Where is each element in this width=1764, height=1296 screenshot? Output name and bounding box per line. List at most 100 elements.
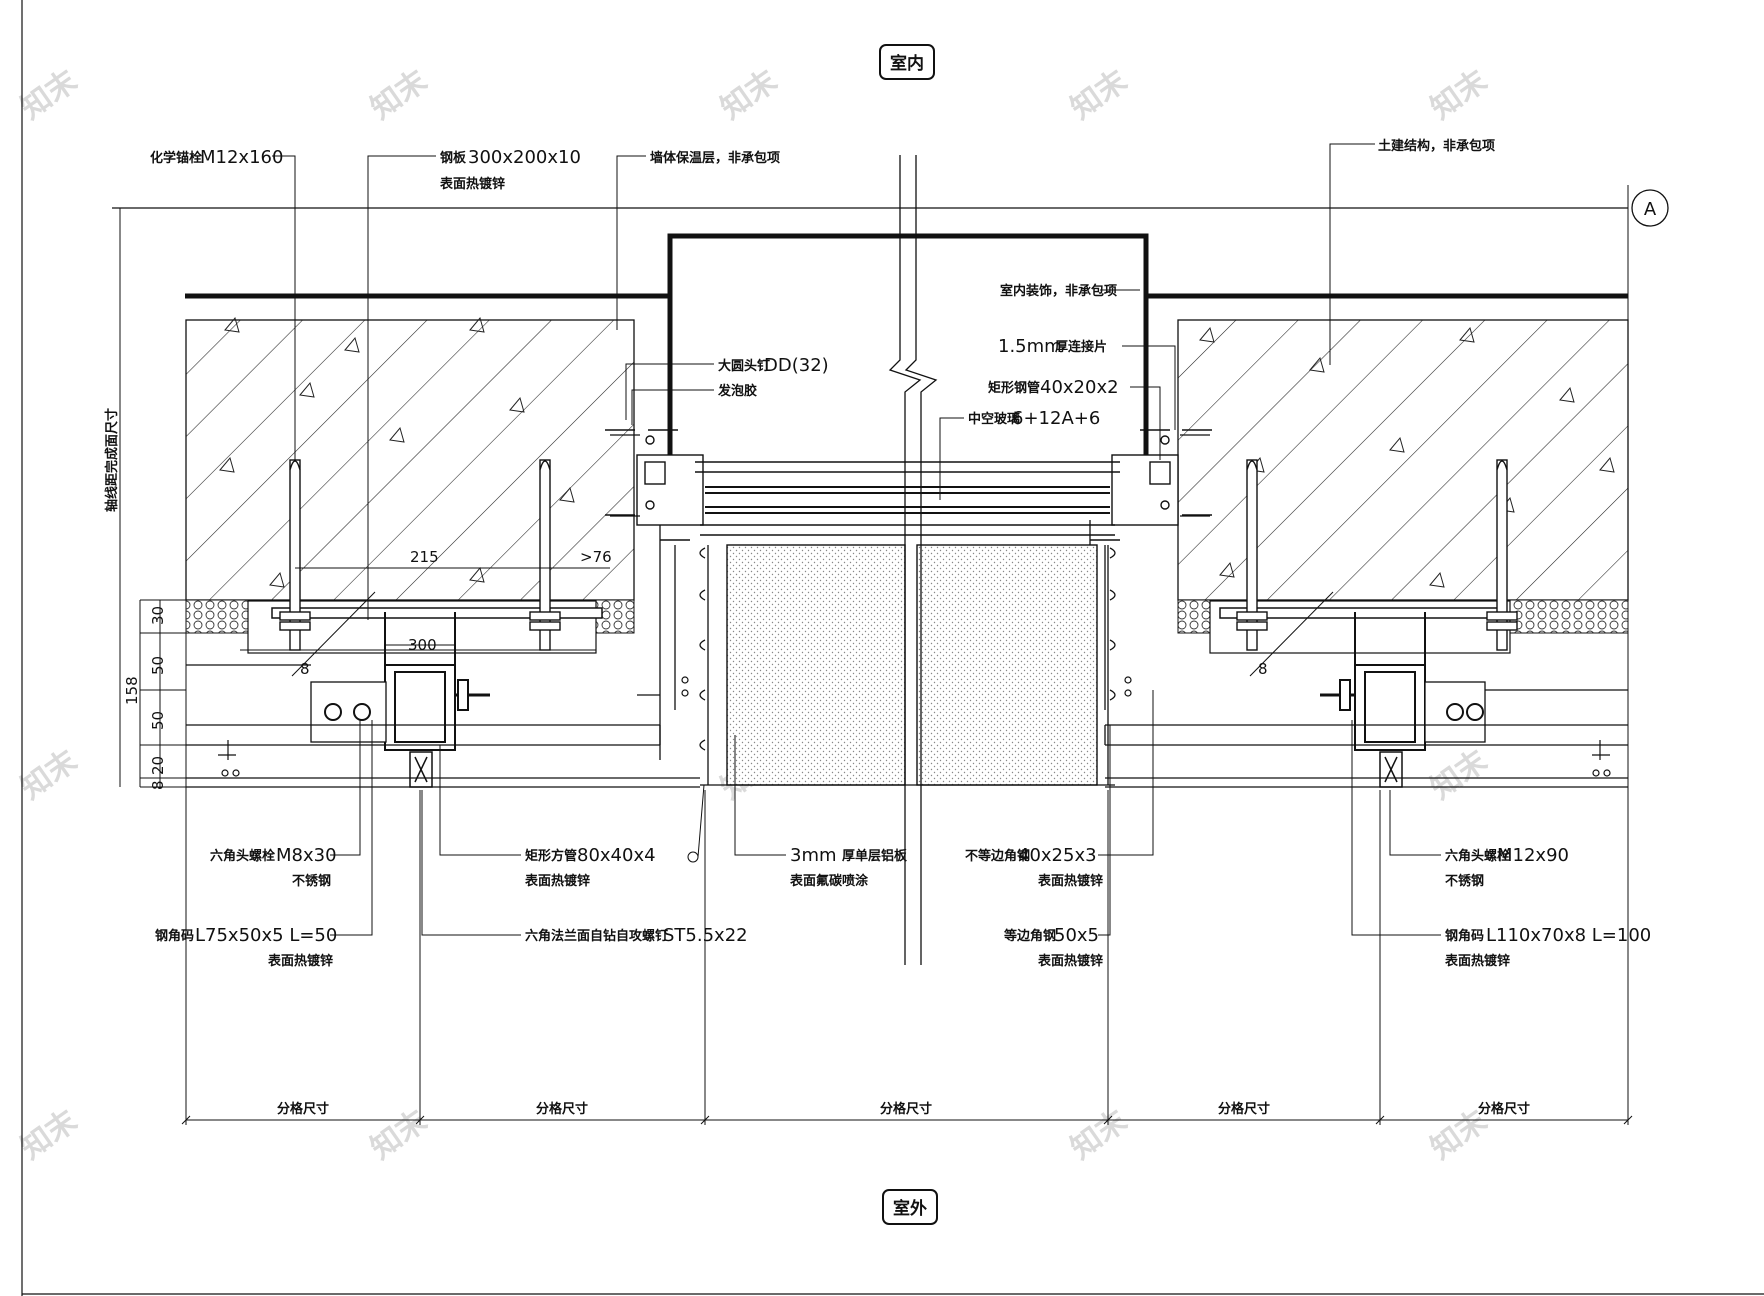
- rivet-prefix: 大圆头钉: [718, 358, 770, 374]
- grid-label-1: 分格尺寸: [277, 1101, 329, 1117]
- plate-value: 300x200x10: [468, 147, 581, 168]
- ua-value: 40x25x3: [1018, 845, 1097, 866]
- plate-prefix: 钢板: [440, 150, 467, 166]
- callout-angle-l110: 钢角码 L110x70x8 L=100 表面热镀锌: [1351, 720, 1651, 969]
- l75-finish: 表面热镀锌: [267, 953, 333, 969]
- anchor-prefix: 化学锚栓: [150, 150, 202, 166]
- watermark: 知末: [1065, 1103, 1134, 1166]
- grid-label-3: 分格尺寸: [880, 1101, 932, 1117]
- grid-dimension-chain: [181, 600, 1633, 1125]
- plan-dimensions: [240, 567, 610, 651]
- dim-300: 300: [408, 636, 437, 654]
- weld-right-leader: [1249, 591, 1334, 677]
- connector-post: 厚连接片: [1055, 339, 1107, 355]
- callout-equal-angle: 等边角钢 50x5 表面热镀锌: [1003, 725, 1111, 969]
- weld-left: 8: [300, 660, 310, 678]
- callout-insulation: 墙体保温层，非承包项: [616, 150, 780, 330]
- ea-prefix: 等边角钢: [1003, 928, 1056, 944]
- grid-label-2: 分格尺寸: [536, 1101, 588, 1117]
- l110-finish: 表面热镀锌: [1444, 953, 1510, 969]
- bolt-m8-value: M8x30: [276, 845, 337, 866]
- weld-right: 8: [1258, 660, 1268, 678]
- reveal-panel-left: [726, 544, 906, 786]
- ua-prefix: 不等边角钢: [965, 848, 1030, 864]
- outdoor-label: 室外: [893, 1198, 927, 1219]
- dim-30: 30: [149, 606, 167, 625]
- bolt-m8-prefix: 六角头螺栓: [210, 848, 275, 864]
- glass-prefix: 中空玻璃: [968, 411, 1020, 427]
- foam-label: 发泡胶: [717, 383, 757, 399]
- reveal-edges: [699, 545, 1116, 786]
- bolt-m12-value: M12x90: [1497, 845, 1569, 866]
- bracket-left: [310, 612, 490, 751]
- concrete-wall-right: [1177, 319, 1629, 601]
- weld-left-leader: [291, 591, 376, 677]
- tube-value: 80x40x4: [577, 845, 656, 866]
- break-line: [888, 155, 938, 965]
- ea-finish: 表面热镀锌: [1037, 953, 1103, 969]
- watermark: 知末: [1425, 63, 1494, 126]
- callout-anchor: 化学锚栓 M12x160: [150, 147, 296, 460]
- watermark: 知末: [365, 63, 434, 126]
- dim-76: >76: [580, 548, 612, 566]
- dim-50b: 50: [149, 711, 167, 730]
- watermark: 知末: [15, 743, 84, 806]
- callout-screw: 六角法兰面自钻自攻螺钉 ST5.5x22: [421, 790, 748, 946]
- plate-finish: 表面热镀锌: [439, 176, 505, 192]
- dim-20: 20: [149, 756, 167, 775]
- callout-small-tube: 矩形钢管 40x20x2: [987, 377, 1161, 460]
- alu-finish: 表面氟碳喷涂: [789, 873, 869, 889]
- watermark: 知末: [365, 1103, 434, 1166]
- watermark: 知末: [715, 63, 784, 126]
- alu-value: 3mm: [790, 845, 837, 866]
- indoor-label: 室内: [890, 53, 924, 74]
- concrete-wall-left: [185, 316, 635, 601]
- steel-plate-left: [271, 607, 603, 619]
- grid-label-5: 分格尺寸: [1478, 1101, 1530, 1117]
- axis-dim-label: 轴线距完成面尺寸: [104, 408, 120, 512]
- indoor-tag: 室内: [879, 44, 935, 80]
- stainless-2: 不锈钢: [1445, 873, 1484, 889]
- ua-finish: 表面热镀锌: [1037, 873, 1103, 889]
- callout-glass: 中空玻璃 6+12A+6: [939, 408, 1100, 500]
- callout-steel-plate: 钢板 300x200x10 表面热镀锌: [367, 147, 581, 620]
- dim-215: 215: [410, 548, 439, 566]
- l75-prefix: 钢角码: [155, 928, 194, 944]
- tube-finish: 表面热镀锌: [524, 873, 590, 889]
- insulation-label: 墙体保温层，非承包项: [650, 150, 780, 166]
- anchor-value: M12x160: [200, 147, 283, 168]
- axis-bubble: [1631, 189, 1669, 227]
- callout-civil: 土建结构，非承包项: [1329, 138, 1495, 365]
- window-frame: [605, 429, 1212, 541]
- dim-8: 8: [149, 780, 167, 790]
- ea-value: 50x5: [1054, 925, 1099, 946]
- callout-aluminium: 3mm 厚单层铝板 表面氟碳喷涂: [687, 735, 908, 889]
- tube-prefix: 矩形方管: [524, 848, 577, 864]
- watermark: 知末: [15, 63, 84, 126]
- axis-label: A: [1644, 199, 1657, 220]
- callout-angle-l75: 钢角码 L75x50x5 L=50 表面热镀锌: [155, 720, 373, 969]
- screw-prefix: 六角法兰面自钻自攻螺钉: [525, 928, 668, 944]
- civil-label: 土建结构，非承包项: [1378, 138, 1495, 154]
- watermark: 知末: [1425, 743, 1494, 806]
- callout-bolt-m8: 六角头螺栓 M8x30 不锈钢: [210, 720, 361, 889]
- outdoor-tag: 室外: [882, 1189, 938, 1225]
- callout-bolt-m12: 六角头螺栓 M12x90 不锈钢: [1389, 790, 1569, 889]
- chemical-anchors: [279, 459, 1518, 651]
- glass-value: 6+12A+6: [1012, 408, 1100, 429]
- callout-foam: 发泡胶: [631, 383, 757, 425]
- dim-50a: 50: [149, 656, 167, 675]
- joint-seal: [409, 751, 1403, 788]
- interior-label: 室内装饰，非承包项: [1000, 283, 1117, 299]
- watermark: 知末: [15, 1103, 84, 1166]
- callout-tube-80: 矩形方管 80x40x4 表面热镀锌: [439, 745, 656, 889]
- watermark: 知末: [1065, 63, 1134, 126]
- callout-interior: 室内装饰，非承包项: [1000, 283, 1140, 299]
- l75-value: L75x50x5 L=50: [195, 925, 337, 946]
- alu-post: 厚单层铝板: [842, 848, 908, 864]
- callout-rivet: 大圆头钉 DD(32): [625, 355, 829, 420]
- rivet-value: DD(32): [764, 355, 829, 376]
- small-tube-value: 40x20x2: [1040, 377, 1119, 398]
- callout-unequal-angle: 不等边角钢 40x25x3 表面热镀锌: [965, 690, 1154, 889]
